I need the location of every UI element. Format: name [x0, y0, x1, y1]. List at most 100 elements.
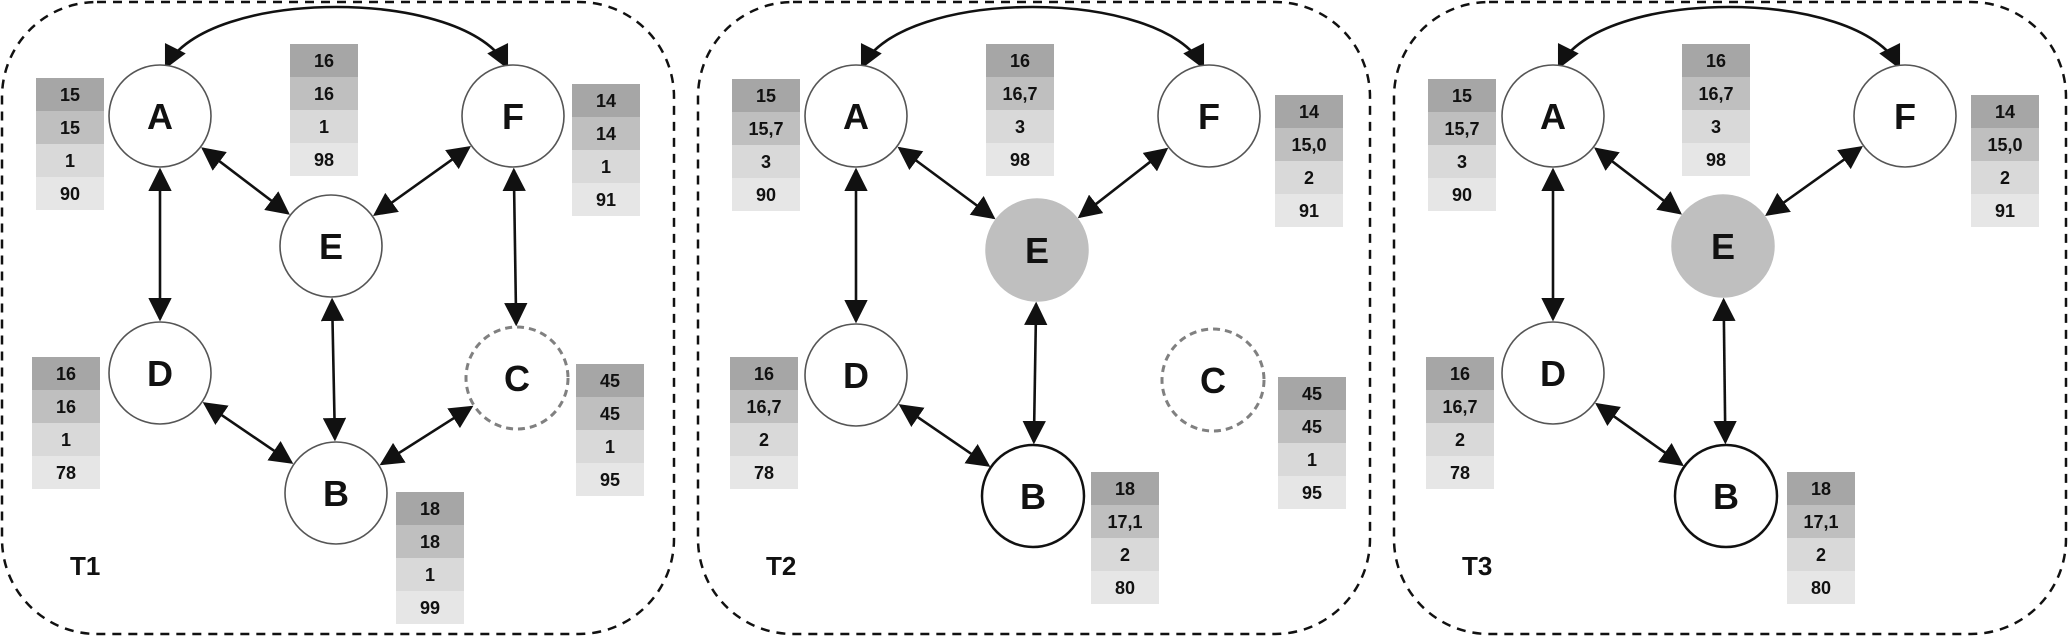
edge-e-b: [1712, 297, 1737, 445]
node-circle: [1501, 64, 1605, 168]
panel-border: [0, 0, 676, 636]
value-cell-text: 2: [1304, 168, 1314, 188]
value-cell-text: 90: [756, 185, 776, 205]
value-cell-text: 80: [1115, 578, 1135, 598]
value-cell-text: 15: [60, 118, 80, 138]
value-cell-text: 1: [605, 437, 615, 457]
value-cell: [1428, 112, 1496, 145]
value-cell-text: 18: [1115, 479, 1135, 499]
value-cell-text: 99: [420, 598, 440, 618]
value-cell: [290, 143, 358, 176]
value-cell: [1275, 194, 1343, 227]
value-cell: [732, 112, 800, 145]
value-cell-text: 14: [1299, 102, 1319, 122]
edges: [1541, 5, 1901, 467]
node-circle: [804, 64, 908, 168]
node-f: F: [461, 64, 565, 168]
value-cell-text: 95: [1302, 483, 1322, 503]
value-cell-text: 15: [60, 85, 80, 105]
node-label: E: [1025, 230, 1049, 271]
node-e: E: [1671, 194, 1775, 298]
value-cell: [730, 456, 798, 489]
node-circle: [108, 64, 212, 168]
value-cell: [986, 143, 1054, 176]
value-cell: [1426, 423, 1494, 456]
value-cell-text: 15,0: [1291, 135, 1326, 155]
value-cell: [986, 110, 1054, 143]
value-cell-text: 91: [1299, 201, 1319, 221]
value-cell: [32, 357, 100, 390]
node-label: A: [147, 96, 173, 137]
node-c: C: [464, 325, 570, 431]
node-label: C: [504, 358, 530, 399]
node-d: D: [1501, 321, 1605, 425]
value-cell: [1682, 77, 1750, 110]
value-cell: [986, 44, 1054, 77]
edge-d-b: [1595, 402, 1684, 467]
value-cell: [1091, 472, 1159, 505]
value-cell: [732, 79, 800, 112]
edge-f-e: [1765, 146, 1863, 216]
node-circle: [1673, 443, 1779, 549]
value-cell: [576, 430, 644, 463]
value-cell-text: 90: [60, 184, 80, 204]
value-cell: [36, 111, 104, 144]
node-circle: [461, 64, 565, 168]
value-cell: [986, 77, 1054, 110]
value-cell: [572, 183, 640, 216]
node-label: D: [1540, 353, 1566, 394]
value-cell: [36, 78, 104, 111]
edge-a-f: [860, 5, 1205, 70]
value-cell-text: 98: [314, 150, 334, 170]
value-cell: [36, 144, 104, 177]
value-cell-text: 2: [1455, 430, 1465, 450]
node-label: E: [1711, 226, 1735, 267]
edge-a-f: [164, 5, 509, 70]
value-cell-text: 1: [425, 565, 435, 585]
value-cell-text: 1: [319, 117, 329, 137]
value-cell: [1682, 110, 1750, 143]
value-cell: [1278, 443, 1346, 476]
value-cell: [396, 591, 464, 624]
value-cell-text: 98: [1010, 150, 1030, 170]
value-cell-text: 16: [314, 51, 334, 71]
value-cell: [396, 525, 464, 558]
edge-d-b: [202, 402, 294, 464]
value-cell: [1426, 390, 1494, 423]
value-cell: [1682, 143, 1750, 176]
value-cell: [1091, 571, 1159, 604]
value-cell: [1787, 505, 1855, 538]
value-cell-text: 18: [420, 532, 440, 552]
value-cell-text: 14: [596, 91, 616, 111]
value-cell: [1278, 476, 1346, 509]
value-cell-text: 3: [761, 152, 771, 172]
value-cell: [1275, 128, 1343, 161]
value-cell: [32, 423, 100, 456]
edge-e-b: [1022, 301, 1048, 445]
node-label: B: [1020, 476, 1046, 517]
value-cell: [1091, 505, 1159, 538]
value-cell-text: 91: [1995, 201, 2015, 221]
value-table-b: 18 18 1 99: [396, 492, 464, 624]
value-cell-text: 18: [420, 499, 440, 519]
node-circle: [1671, 194, 1775, 298]
value-cell: [576, 397, 644, 430]
edge-f-c: [502, 167, 528, 327]
value-cell: [730, 357, 798, 390]
value-cell-text: 15,0: [1987, 135, 2022, 155]
value-cell-text: 45: [1302, 384, 1322, 404]
node-a: A: [1501, 64, 1605, 168]
node-b: B: [980, 443, 1086, 549]
node-e: E: [985, 198, 1089, 302]
node-a: A: [108, 64, 212, 168]
node-circle: [804, 323, 908, 427]
